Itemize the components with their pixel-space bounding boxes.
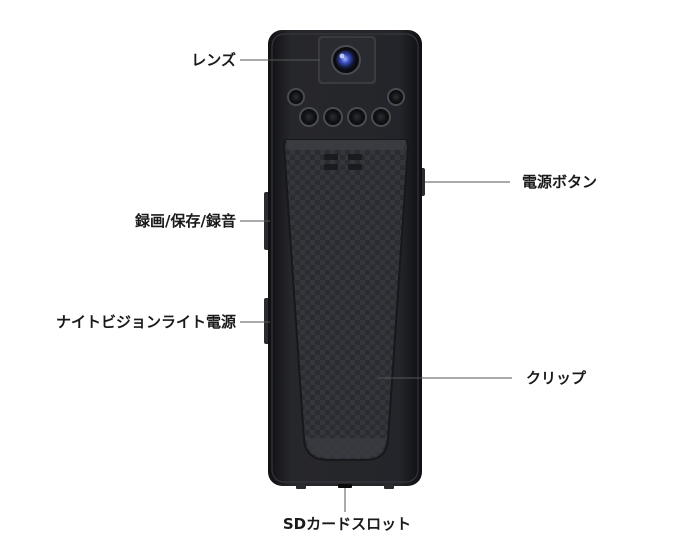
clip-label: クリップ [526,369,587,387]
lens-label: レンズ [191,51,236,69]
ir-led-row-top [287,88,405,106]
sd-card-slot[interactable] [338,484,352,488]
power-button-label: 電源ボタン [522,173,598,191]
night-vision-power-label: ナイトビジョンライト電源 [55,313,236,331]
record-save-label: 録画/保存/録音 [135,212,236,230]
clip [282,139,410,461]
ir-led-row-bottom [299,107,391,127]
leader-lines [240,59,512,512]
sd-slot-label: SDカードスロット [282,515,412,533]
